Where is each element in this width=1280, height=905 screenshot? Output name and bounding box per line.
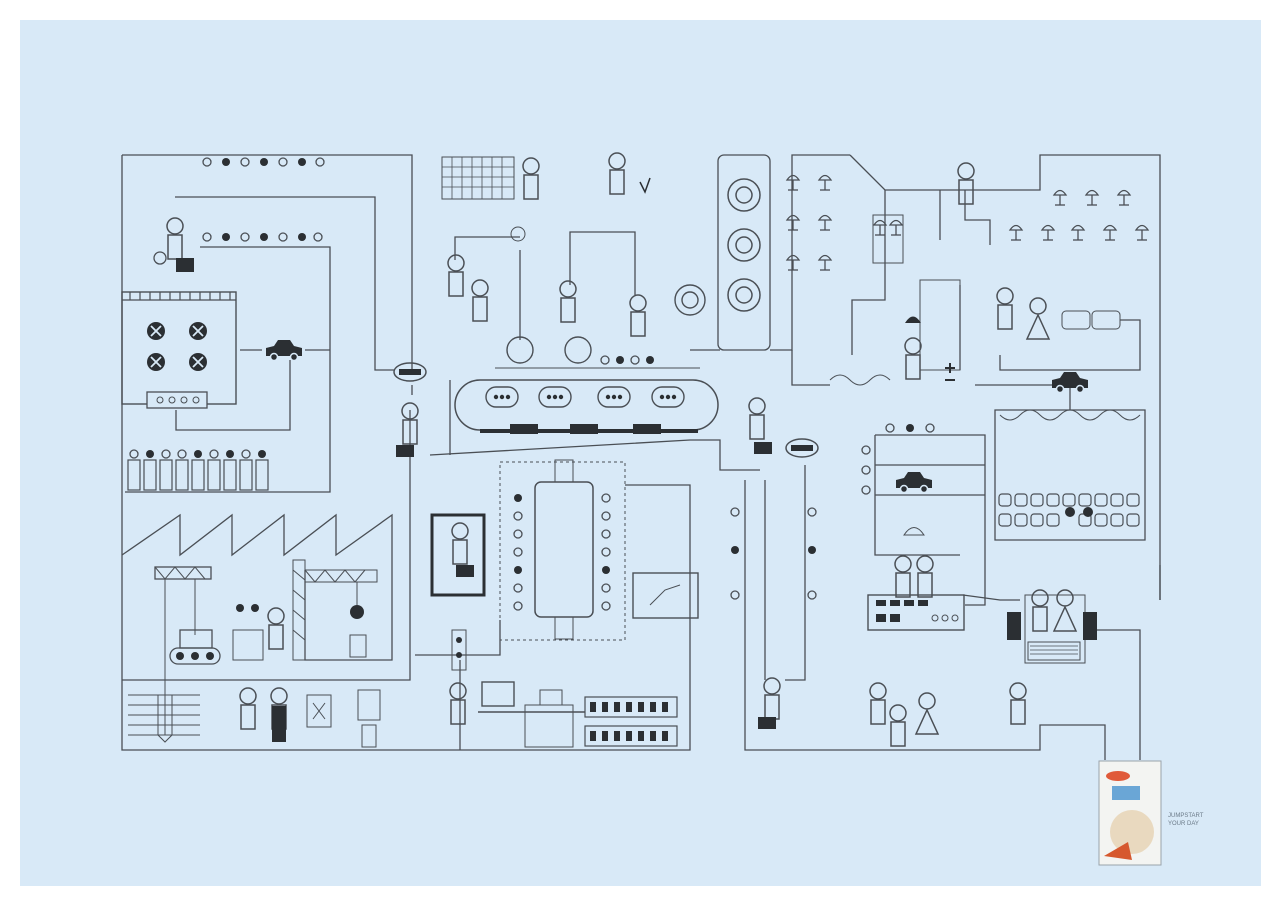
speaker-icon — [727, 178, 761, 312]
bottle-row — [127, 459, 269, 491]
bulb-row-middle — [202, 232, 323, 242]
cereal-box-icon — [1098, 760, 1162, 866]
bulb-row-top — [202, 157, 325, 167]
product-tagline: JUMPSTART YOUR DAY — [1168, 813, 1204, 827]
car-icon — [265, 339, 303, 362]
